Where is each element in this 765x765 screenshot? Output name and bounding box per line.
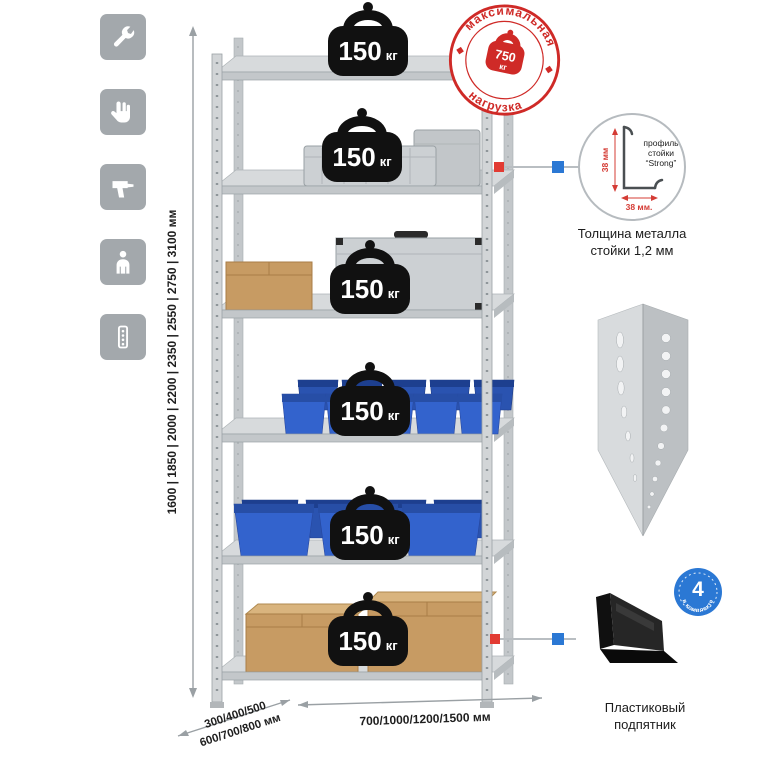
svg-text:“Strong”: “Strong” [646,158,677,168]
gloves-icon [111,101,130,123]
svg-text:4: 4 [692,578,704,601]
drill-tile [100,164,146,210]
max-load-stamp: максимальная нагрузка 750 кг [435,0,574,134]
person-icon [116,250,130,274]
rack-post-icon [117,325,129,349]
profile-detail-circle: 38 мм 38 мм. профиль стойки “Strong” [577,112,687,227]
connector-blue-marker [552,633,564,645]
wrench-icon [113,26,135,47]
feature-icon-column [100,14,146,389]
wrench-tile [100,14,146,60]
depth-dimension-arrow [177,699,291,737]
rack-post-tile [100,314,146,360]
svg-text:750: 750 [494,47,517,65]
svg-text:38 мм: 38 мм [600,148,610,172]
svg-text:стойки: стойки [648,148,674,158]
perforated-post-image [597,303,689,537]
height-dimension-arrow [189,26,197,698]
svg-text:профиль: профиль [643,138,679,148]
foot-caption: Пластиковый подпятник [604,700,686,732]
plastic-foot-image [596,593,678,663]
person-tile [100,239,146,285]
profile-caption: Толщина металла стойки 1,2 мм [577,226,687,258]
connector-line-top [500,166,579,168]
width-dimension-arrow [297,695,543,708]
connector-blue-marker [552,161,564,173]
stamp-kettlebell-icon: 750 кг [485,29,525,75]
kit-count-badge: 4 в комплекте [672,566,724,623]
svg-text:38 мм.: 38 мм. [626,202,653,212]
drill-icon [112,181,134,198]
height-dimension-label: 1600 | 1850 | 2000 | 2200 | 2350 | 2550 … [165,209,179,515]
connector-red-marker [494,162,504,172]
connector-red-marker [490,634,500,644]
svg-text:кг: кг [498,62,508,72]
connector-line-bottom [496,638,576,640]
gloves-tile [100,89,146,135]
rack-back-post [233,37,244,685]
